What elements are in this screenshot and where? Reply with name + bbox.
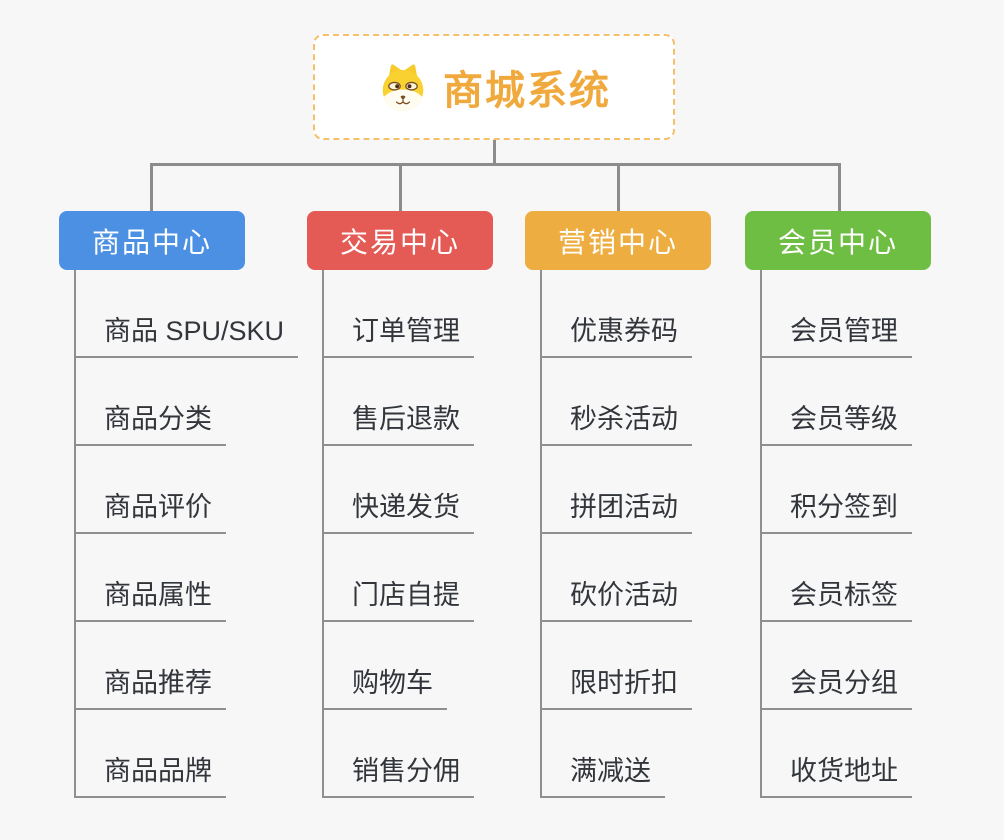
leaf-label: 购物车 xyxy=(322,661,447,710)
branch-product-center: 商品中心 商品 SPU/SKU 商品分类 商品评价 商品属性 商品推荐 商品品牌 xyxy=(59,211,299,798)
leaf-label: 售后退款 xyxy=(322,397,474,446)
branch-marketing-center: 营销中心 优惠券码 秒杀活动 拼团活动 砍价活动 限时折扣 满减送 xyxy=(525,211,745,798)
connector-drop-trade xyxy=(399,163,402,211)
leaf-item[interactable]: 商品 SPU/SKU xyxy=(74,270,299,358)
leaf-item[interactable]: 快递发货 xyxy=(322,446,527,534)
branch-header-product[interactable]: 商品中心 xyxy=(59,211,245,270)
leaf-label: 订单管理 xyxy=(322,309,474,358)
leaf-list-member: 会员管理 会员等级 积分签到 会员标签 会员分组 收货地址 xyxy=(760,270,965,798)
shiba-dog-icon xyxy=(382,64,424,111)
root-node[interactable]: 商城系统 xyxy=(313,34,675,140)
leaf-label: 优惠券码 xyxy=(540,309,692,358)
leaf-label: 商品 SPU/SKU xyxy=(74,309,299,358)
leaf-item[interactable]: 秒杀活动 xyxy=(540,358,745,446)
leaf-item[interactable]: 门店自提 xyxy=(322,534,527,622)
leaf-item[interactable]: 商品属性 xyxy=(74,534,279,622)
leaf-label: 会员标签 xyxy=(760,573,912,622)
leaf-label: 砍价活动 xyxy=(540,573,692,622)
connector-root-stem xyxy=(493,140,496,165)
leaf-label: 积分签到 xyxy=(760,485,912,534)
leaf-list-trade: 订单管理 售后退款 快递发货 门店自提 购物车 销售分佣 xyxy=(322,270,527,798)
leaf-label: 限时折扣 xyxy=(540,661,692,710)
leaf-item[interactable]: 商品评价 xyxy=(74,446,279,534)
leaf-list-product: 商品 SPU/SKU 商品分类 商品评价 商品属性 商品推荐 商品品牌 xyxy=(74,270,299,798)
leaf-label: 商品品牌 xyxy=(74,749,226,798)
leaf-label: 秒杀活动 xyxy=(540,397,692,446)
leaf-item[interactable]: 砍价活动 xyxy=(540,534,745,622)
leaf-item[interactable]: 商品分类 xyxy=(74,358,279,446)
branch-header-marketing[interactable]: 营销中心 xyxy=(525,211,711,270)
leaf-item[interactable]: 购物车 xyxy=(322,622,527,710)
leaf-item[interactable]: 收货地址 xyxy=(760,710,965,798)
root-title: 商城系统 xyxy=(443,69,611,113)
leaf-item[interactable]: 会员标签 xyxy=(760,534,965,622)
branch-label: 营销中心 xyxy=(557,226,678,258)
leaf-list-marketing: 优惠券码 秒杀活动 拼团活动 砍价活动 限时折扣 满减送 xyxy=(540,270,745,798)
leaf-item[interactable]: 售后退款 xyxy=(322,358,527,446)
connector-drop-marketing xyxy=(617,163,620,211)
branch-label: 交易中心 xyxy=(339,226,460,258)
leaf-item[interactable]: 限时折扣 xyxy=(540,622,745,710)
leaf-label: 商品推荐 xyxy=(74,661,226,710)
leaf-label: 拼团活动 xyxy=(540,485,692,534)
branch-label: 会员中心 xyxy=(777,226,898,258)
leaf-label: 会员等级 xyxy=(760,397,912,446)
branch-header-member[interactable]: 会员中心 xyxy=(745,211,931,270)
leaf-label: 商品评价 xyxy=(74,485,226,534)
leaf-item[interactable]: 订单管理 xyxy=(322,270,527,358)
branch-trade-center: 交易中心 订单管理 售后退款 快递发货 门店自提 购物车 销售分佣 xyxy=(307,211,527,798)
leaf-label: 商品属性 xyxy=(74,573,226,622)
leaf-label: 满减送 xyxy=(540,749,665,798)
leaf-label: 收货地址 xyxy=(760,749,912,798)
leaf-label: 销售分佣 xyxy=(322,749,474,798)
branch-member-center: 会员中心 会员管理 会员等级 积分签到 会员标签 会员分组 收货地址 xyxy=(745,211,965,798)
branch-label: 商品中心 xyxy=(91,226,212,258)
leaf-item[interactable]: 优惠券码 xyxy=(540,270,745,358)
leaf-label: 会员管理 xyxy=(760,309,912,358)
leaf-item[interactable]: 拼团活动 xyxy=(540,446,745,534)
connector-drop-member xyxy=(838,163,841,211)
leaf-item[interactable]: 满减送 xyxy=(540,710,745,798)
leaf-item[interactable]: 商品推荐 xyxy=(74,622,279,710)
leaf-item[interactable]: 商品品牌 xyxy=(74,710,279,798)
leaf-label: 快递发货 xyxy=(322,485,474,534)
leaf-label: 门店自提 xyxy=(322,573,474,622)
leaf-item[interactable]: 积分签到 xyxy=(760,446,965,534)
leaf-item[interactable]: 会员分组 xyxy=(760,622,965,710)
branch-header-trade[interactable]: 交易中心 xyxy=(307,211,493,270)
connector-horizontal-bar xyxy=(150,163,841,166)
leaf-item[interactable]: 会员等级 xyxy=(760,358,965,446)
connector-drop-product xyxy=(150,163,153,211)
leaf-item[interactable]: 会员管理 xyxy=(760,270,965,358)
leaf-label: 会员分组 xyxy=(760,661,912,710)
leaf-item[interactable]: 销售分佣 xyxy=(322,710,527,798)
leaf-label: 商品分类 xyxy=(74,397,226,446)
